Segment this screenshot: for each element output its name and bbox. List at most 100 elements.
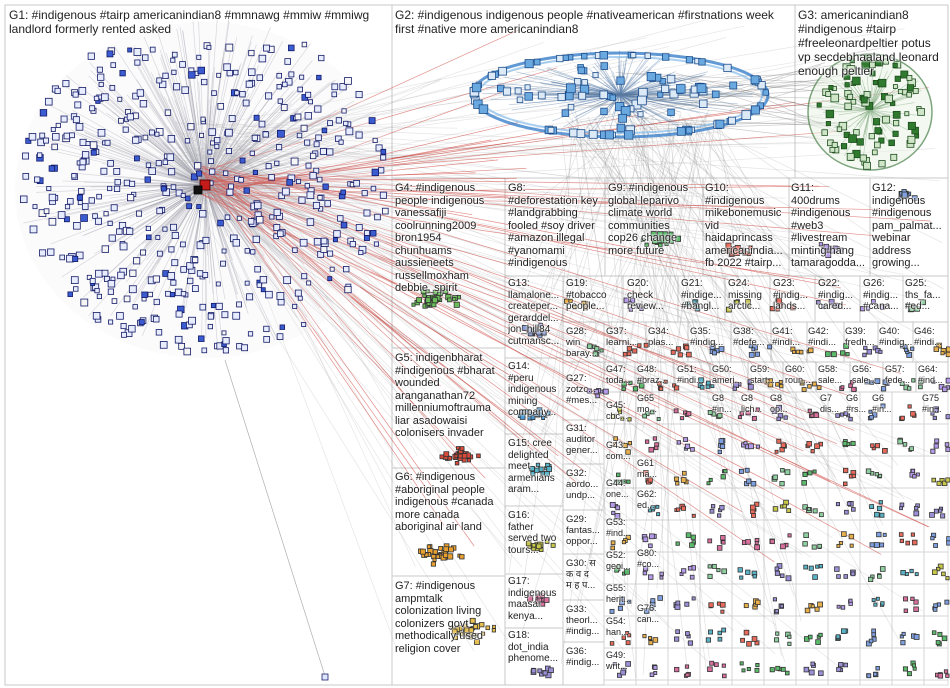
node <box>309 172 317 180</box>
node <box>751 415 757 421</box>
small-group-box <box>667 679 701 686</box>
node <box>907 121 916 130</box>
edge <box>520 109 710 475</box>
node <box>206 44 212 50</box>
node <box>304 183 310 189</box>
node <box>288 44 295 52</box>
edge <box>216 188 803 555</box>
node <box>818 632 823 638</box>
small-group-box <box>699 519 733 553</box>
node <box>215 281 221 287</box>
node <box>72 91 79 98</box>
edge <box>204 70 280 186</box>
node <box>451 628 458 635</box>
node <box>843 662 849 668</box>
edge <box>209 101 796 192</box>
node <box>193 185 203 195</box>
node <box>901 191 908 198</box>
edge <box>130 184 206 227</box>
edge <box>110 159 206 186</box>
node <box>785 575 792 582</box>
edge <box>162 182 206 186</box>
node <box>256 216 264 224</box>
edge <box>619 94 699 107</box>
node <box>210 302 217 309</box>
node <box>197 66 205 75</box>
node <box>127 194 135 202</box>
node <box>119 70 126 77</box>
node <box>265 92 273 100</box>
node <box>343 266 350 273</box>
node <box>620 669 626 676</box>
node <box>839 412 844 417</box>
node <box>787 634 792 639</box>
edge <box>146 181 206 186</box>
group-label-g3: G3: americanindian8 #indigenous #tairp #… <box>798 8 939 78</box>
node <box>627 441 632 446</box>
node <box>430 561 436 567</box>
node <box>812 469 817 474</box>
small-group-box <box>859 679 893 686</box>
node <box>363 209 371 217</box>
edge <box>160 93 206 186</box>
node <box>943 669 949 674</box>
edge <box>642 128 708 432</box>
node <box>344 77 352 85</box>
edge <box>619 85 625 96</box>
edge <box>608 65 621 96</box>
node <box>894 75 901 82</box>
node <box>375 144 383 152</box>
group-label-g4: G4: #indigenous people indigenous vaness… <box>395 182 485 294</box>
edge <box>189 76 206 186</box>
group-label-g61: G61 ma... <box>637 458 658 479</box>
node <box>19 195 28 204</box>
node <box>910 596 915 601</box>
node <box>593 389 599 395</box>
edge <box>619 71 676 96</box>
node <box>878 473 883 478</box>
node <box>856 138 864 146</box>
node <box>425 297 431 303</box>
node <box>899 381 905 386</box>
node <box>211 90 217 96</box>
node <box>844 509 849 515</box>
edge <box>180 138 512 647</box>
edge <box>614 79 621 96</box>
edge <box>65 75 206 186</box>
node <box>132 304 138 310</box>
node <box>834 566 840 572</box>
node <box>748 344 753 349</box>
node <box>120 323 127 330</box>
node <box>90 149 97 156</box>
node <box>186 262 194 270</box>
node <box>937 673 944 679</box>
node <box>170 57 176 63</box>
edge <box>667 121 682 228</box>
node <box>110 62 117 68</box>
node <box>903 596 909 602</box>
edge <box>113 45 206 186</box>
edge <box>608 110 838 482</box>
edge <box>132 184 206 307</box>
node <box>668 231 674 237</box>
node <box>638 382 645 389</box>
node <box>658 386 664 391</box>
node <box>938 508 943 513</box>
node <box>155 235 161 240</box>
edge <box>572 125 637 679</box>
node <box>514 87 522 95</box>
edge <box>227 175 515 255</box>
edge <box>619 52 652 96</box>
node <box>738 247 745 254</box>
small-group-box <box>795 679 829 686</box>
node <box>821 304 826 309</box>
node <box>457 453 463 459</box>
node <box>168 246 175 253</box>
node <box>625 534 631 541</box>
node <box>743 251 749 256</box>
edge <box>198 21 206 186</box>
node <box>561 109 570 117</box>
node <box>717 630 722 636</box>
node <box>784 469 791 476</box>
node <box>807 507 811 511</box>
